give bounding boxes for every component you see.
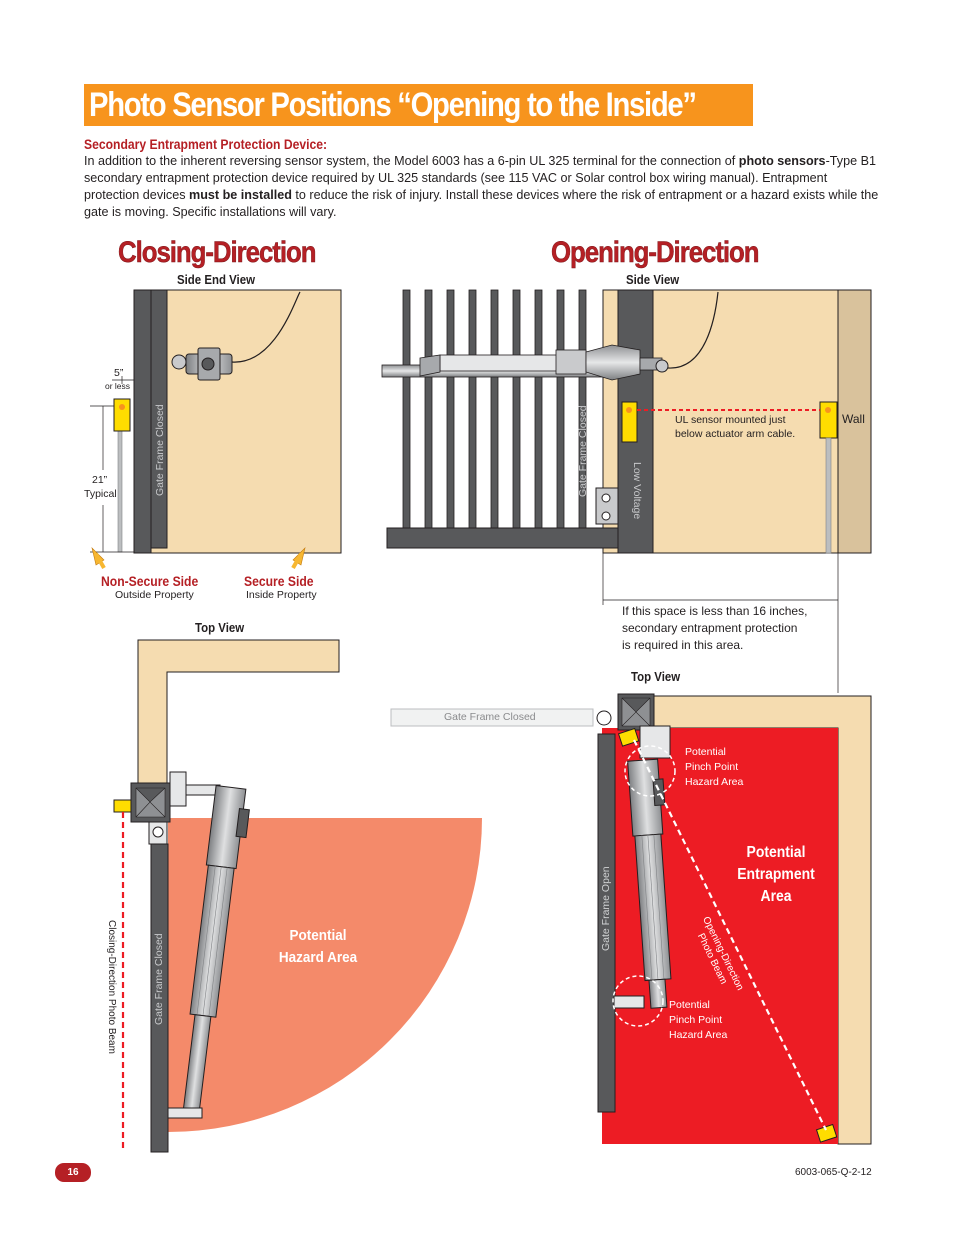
opening-side-view xyxy=(381,289,872,693)
wall-label: Wall xyxy=(842,412,865,426)
dimension-21-note: Typical xyxy=(84,488,117,500)
opening-top-view xyxy=(390,693,872,1145)
bottom-pinch-line-2: Pinch Point xyxy=(669,1014,723,1026)
intro-bold-must-be-installed: must be installed xyxy=(189,188,292,202)
closing-photo-beam-label: Closing-Direction Photo Beam xyxy=(106,920,117,1054)
opening-top-gate-frame-closed-label: Gate Frame Closed xyxy=(444,711,536,723)
outside-property-label: Outside Property xyxy=(115,589,194,601)
bottom-pinch-line-3: Hazard Area xyxy=(669,1029,728,1041)
entrapment-line-1: Potential xyxy=(746,844,806,861)
bottom-pinch-point-label: Potential Pinch Point Hazard Area xyxy=(669,998,727,1043)
entrapment-line-3: Area xyxy=(760,888,792,905)
closing-top-view-label: Top View xyxy=(195,620,245,635)
bottom-pinch-line-1: Potential xyxy=(669,999,710,1011)
ul-sensor-note-line2: below actuator arm cable. xyxy=(675,428,796,440)
top-pinch-line-3: Hazard Area xyxy=(685,776,744,788)
top-pinch-line-2: Pinch Point xyxy=(685,761,739,773)
dimension-5-inch: 5” xyxy=(114,367,124,379)
space-note-line1: If this space is less than 16 inches, xyxy=(622,604,808,618)
intro-part-2: -Type B1 secondary entrapment protection… xyxy=(84,154,876,202)
opening-side-gate-frame-closed-label: Gate Frame Closed xyxy=(577,405,589,497)
closing-side-end-view xyxy=(90,289,342,569)
closing-top-view xyxy=(113,639,482,1153)
potential-entrapment-area-label: Potential Entrapment Area xyxy=(729,842,823,908)
hazard-line-1: Potential xyxy=(289,927,347,944)
intro-part-3: to reduce the risk of injury. Install th… xyxy=(84,188,879,219)
side-view-label: Side View xyxy=(626,272,680,287)
intro-part-1: In addition to the inherent reversing se… xyxy=(84,154,739,168)
side-gate-frame-closed-label: Gate Frame Closed xyxy=(154,404,166,496)
gate-frame-open-label: Gate Frame Open xyxy=(600,866,612,951)
inside-property-label: Inside Property xyxy=(246,589,317,601)
opening-top-view-label: Top View xyxy=(631,669,681,684)
entrapment-line-2: Entrapment xyxy=(737,866,815,883)
hazard-line-2: Hazard Area xyxy=(278,949,358,966)
top-gate-frame-closed-label: Gate Frame Closed xyxy=(153,933,165,1025)
space-note-line3: is required in this area. xyxy=(622,638,744,652)
space-note-line2: secondary entrapment protection xyxy=(622,621,798,635)
side-end-view-label: Side End View xyxy=(177,272,255,287)
page-title: Photo Sensor Positions “Opening to the I… xyxy=(89,86,697,124)
secure-side-label: Secure Side xyxy=(244,574,314,589)
opening-direction-heading: Opening-Direction xyxy=(551,236,760,270)
ul-sensor-note-line1: UL sensor mounted just xyxy=(675,414,786,426)
top-pinch-line-1: Potential xyxy=(685,746,726,758)
intro-bold-photo-sensors: photo sensors xyxy=(738,154,826,168)
intro-paragraph: In addition to the inherent reversing se… xyxy=(84,153,884,221)
non-secure-side-label: Non-Secure Side xyxy=(101,574,199,589)
top-pinch-point-label: Potential Pinch Point Hazard Area xyxy=(685,745,743,790)
document-code: 6003-065-Q-2-12 xyxy=(795,1167,872,1178)
page-number-badge: 16 xyxy=(55,1163,91,1182)
closing-direction-heading: Closing-Direction xyxy=(118,236,317,270)
low-voltage-label: Low Voltage xyxy=(631,462,643,520)
secondary-entrapment-heading: Secondary Entrapment Protection Device: xyxy=(84,137,328,152)
dimension-5-note: or less xyxy=(105,381,131,391)
title-bar xyxy=(84,84,753,126)
dimension-21-inch: 21” xyxy=(92,474,108,486)
